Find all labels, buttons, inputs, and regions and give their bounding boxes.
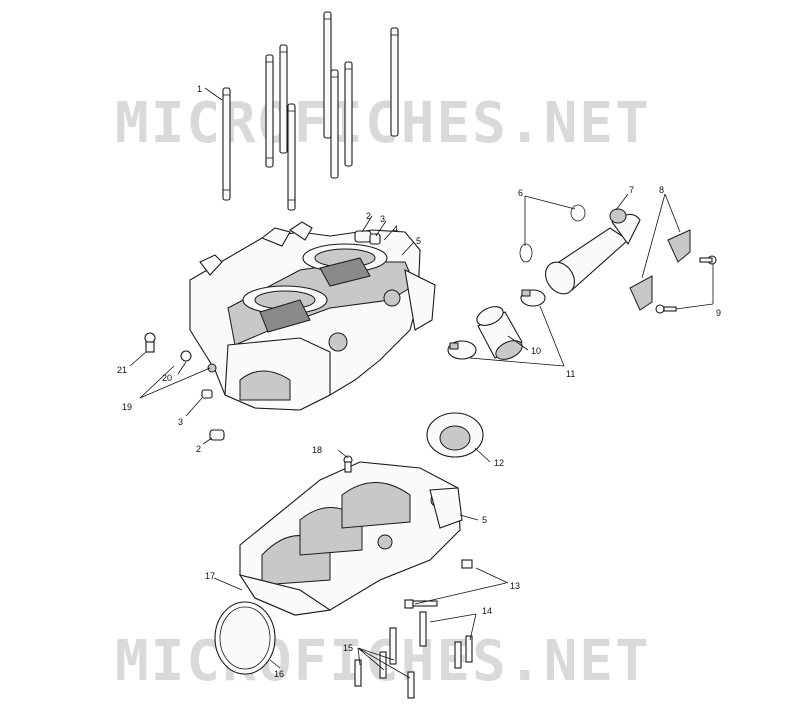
callout-9: 9 xyxy=(716,308,721,318)
lower-crankcase xyxy=(238,461,463,616)
flange-bolt xyxy=(655,255,717,314)
case-o-ring xyxy=(214,601,276,675)
stud xyxy=(390,27,399,137)
o-ring xyxy=(519,204,586,263)
callout-4: 4 xyxy=(393,224,398,234)
callout-19: 19 xyxy=(122,402,132,412)
callout-18: 18 xyxy=(312,445,322,455)
callout-16: 16 xyxy=(274,669,284,679)
callout-21: 21 xyxy=(117,365,127,375)
callout-13: 13 xyxy=(510,581,520,591)
callout-14: 14 xyxy=(482,606,492,616)
stud-group xyxy=(222,11,399,211)
fitting xyxy=(144,332,353,473)
stud xyxy=(323,11,332,139)
callout-3: 3 xyxy=(380,214,385,224)
upper-crankcase xyxy=(189,221,436,411)
crankcase-bolt xyxy=(354,559,473,699)
callout-labels: 1 2 3 4 5 6 7 8 9 10 11 12 5 13 14 15 16… xyxy=(117,84,721,679)
leader-lines xyxy=(129,87,714,679)
watermark-top: MICROFICHES.NET xyxy=(115,91,651,156)
callout-2-lower: 2 xyxy=(196,444,201,454)
callout-5: 5 xyxy=(416,236,421,246)
coupler-hose xyxy=(476,306,523,360)
callout-7: 7 xyxy=(629,185,634,195)
stud xyxy=(265,54,274,168)
manifold-flange xyxy=(629,229,691,311)
crank-seal xyxy=(426,412,484,458)
callout-17: 17 xyxy=(205,571,215,581)
callout-11: 11 xyxy=(566,369,575,379)
callout-15: 15 xyxy=(343,643,353,653)
stud xyxy=(330,69,339,179)
stud xyxy=(222,87,231,201)
stud xyxy=(287,103,296,211)
callout-2: 2 xyxy=(366,211,371,221)
dowel-pin xyxy=(209,230,372,441)
hose-clamp xyxy=(447,289,546,360)
callout-20: 20 xyxy=(162,373,172,383)
callout-8: 8 xyxy=(659,185,664,195)
callout-10: 10 xyxy=(531,346,541,356)
callout-12: 12 xyxy=(494,458,504,468)
stud xyxy=(279,44,288,154)
stud xyxy=(344,61,353,167)
callout-3-lower: 3 xyxy=(178,417,183,427)
callout-5-lower: 5 xyxy=(482,515,487,525)
callout-1: 1 xyxy=(197,84,202,94)
bushing xyxy=(201,233,381,399)
callout-6: 6 xyxy=(518,188,523,198)
hose-assembly xyxy=(545,208,641,295)
